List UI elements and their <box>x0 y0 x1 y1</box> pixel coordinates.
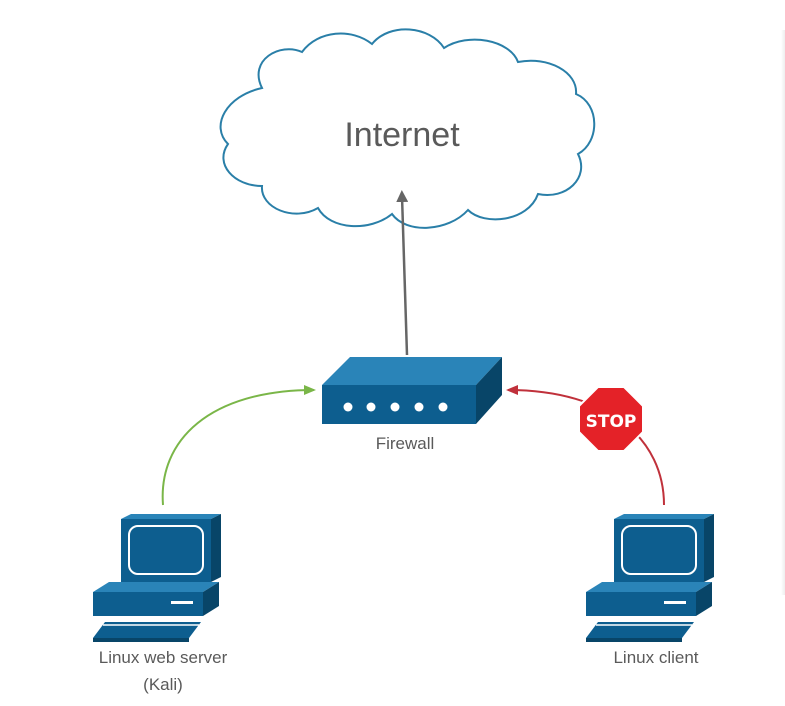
server-sublabel: (Kali) <box>143 675 183 694</box>
desktop-computer-icon <box>92 513 222 643</box>
right-edge-shadow <box>781 30 785 595</box>
router-icon <box>322 357 502 424</box>
client-label: Linux client <box>613 648 698 667</box>
stop-sign-text: STOP <box>586 412 637 432</box>
uplink-arrow <box>396 190 409 356</box>
firewall-label: Firewall <box>376 434 435 453</box>
cloud-icon <box>219 28 596 229</box>
desktop-computer-icon <box>585 513 715 643</box>
internet-label: Internet <box>344 116 460 154</box>
allowed-traffic-arrow <box>161 385 316 506</box>
server-label: Linux web server <box>99 648 228 667</box>
stop-sign-icon: STOP <box>578 386 644 452</box>
